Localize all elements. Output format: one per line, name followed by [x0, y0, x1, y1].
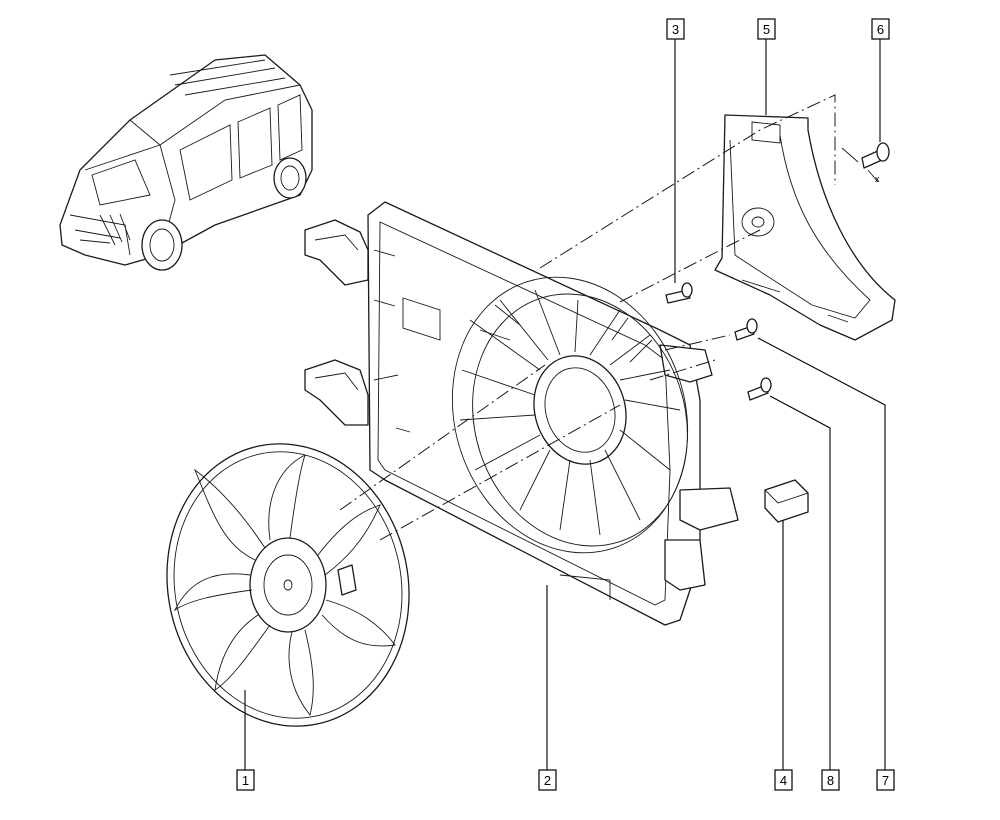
callout-1: 1 — [236, 769, 255, 791]
callout-3: 3 — [666, 18, 685, 40]
assembly-lines — [339, 94, 836, 541]
callout-2-label: 2 — [544, 773, 551, 788]
clip-part-6: x — [841, 142, 890, 184]
callout-4: 4 — [774, 769, 793, 791]
callout-8-label: 8 — [827, 773, 834, 788]
callout-7-label: 7 — [882, 773, 889, 788]
callout-7: 7 — [876, 769, 895, 791]
callout-5: 5 — [757, 18, 776, 40]
callout-1-label: 1 — [242, 773, 249, 788]
bolt-part-8 — [747, 377, 772, 401]
bolt-part-7 — [734, 318, 758, 341]
vehicle-illustration — [59, 54, 313, 271]
screw-part-3 — [665, 282, 693, 304]
callout-4-label: 4 — [780, 773, 787, 788]
cooling-fan-part-1 — [166, 443, 410, 727]
callout-6: 6 — [871, 18, 890, 40]
cover-panel-part-5 — [714, 114, 896, 341]
fan-shroud-part-2 — [304, 201, 739, 626]
callout-6-label: 6 — [877, 22, 884, 37]
dimension-mark: x — [875, 174, 880, 184]
callout-3-label: 3 — [672, 22, 679, 37]
grommet-part-4 — [764, 479, 809, 523]
leader-lines — [244, 39, 886, 770]
callout-8: 8 — [821, 769, 840, 791]
callout-2: 2 — [538, 769, 557, 791]
callout-5-label: 5 — [763, 22, 770, 37]
